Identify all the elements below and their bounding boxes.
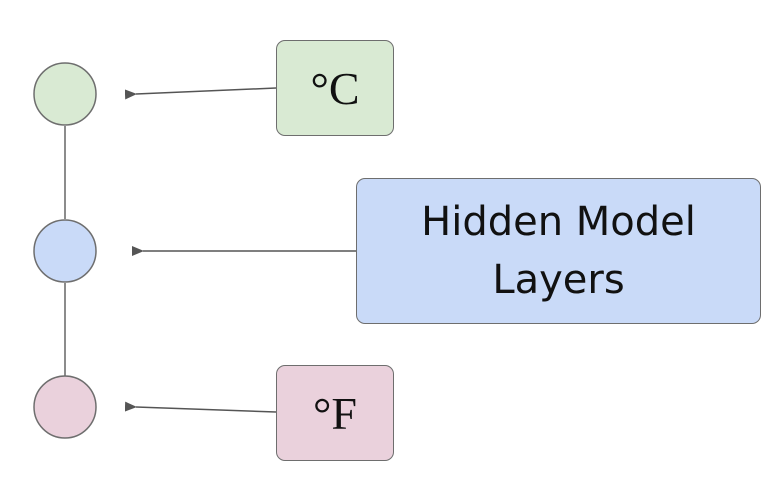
node-top (33, 62, 97, 126)
fahrenheit-label: °F (313, 387, 357, 439)
node-middle (33, 219, 97, 283)
celsius-label: °C (310, 62, 360, 114)
node-bottom (33, 375, 97, 439)
fahrenheit-label-box: °F (276, 365, 394, 461)
arrow-celsius (124, 87, 277, 100)
celsius-label-box: °C (276, 40, 394, 136)
hidden-layers-label: Hidden Model Layers (421, 199, 696, 303)
arrow-fahrenheit (124, 401, 277, 413)
hidden-layers-label-box: Hidden Model Layers (356, 178, 761, 324)
